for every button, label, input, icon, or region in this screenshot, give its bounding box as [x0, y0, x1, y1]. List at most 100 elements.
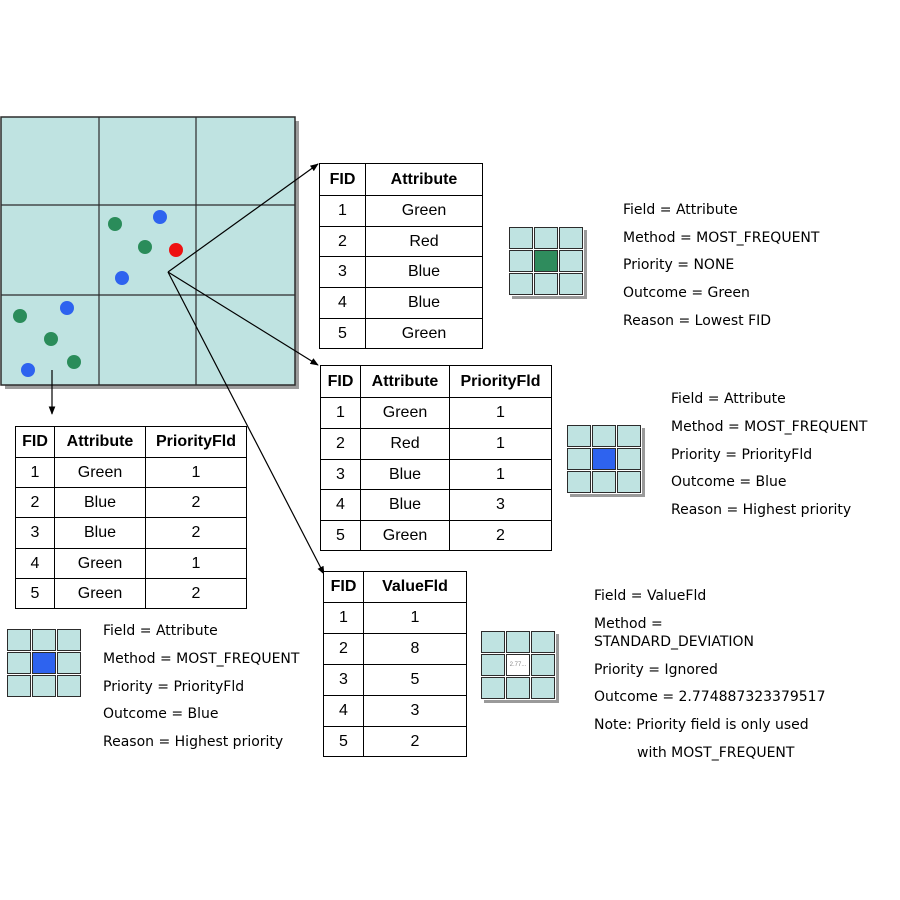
point-blue — [153, 210, 167, 224]
table-cell: 1 — [145, 548, 247, 579]
arrow-to-value-table — [167, 271, 325, 575]
table-cell: 3 — [323, 664, 364, 696]
table-cell: 2 — [145, 517, 247, 549]
column-header: Attribute — [360, 365, 450, 398]
point-blue — [21, 363, 35, 377]
desc-reason: Reason = Highest priority — [103, 734, 284, 750]
point-blue — [60, 301, 74, 315]
table-header-row: FID Attribute PriorityFld — [15, 426, 247, 458]
table-cell: 3 — [320, 459, 361, 490]
desc-field: Field = Attribute — [623, 202, 738, 218]
desc-field: Field = ValueFld — [594, 588, 707, 604]
mini-grid-green-outcome — [509, 227, 584, 296]
desc-method: Method = MOST_FREQUENT — [623, 230, 820, 246]
outcome-cell-blue — [32, 652, 56, 674]
table-cell: 2 — [145, 578, 247, 609]
table-cell: 1 — [449, 459, 552, 490]
desc-priority: Priority = Ignored — [594, 662, 718, 678]
point-green — [13, 309, 27, 323]
table-cell: 2 — [319, 226, 366, 257]
mini-grid-blue-outcome — [567, 425, 642, 494]
column-header: Attribute — [54, 426, 146, 458]
outcome-cell-blue — [592, 448, 616, 470]
table-cell: 2 — [323, 633, 364, 665]
arrow-to-priority-table — [167, 271, 319, 366]
table-cell: Blue — [54, 487, 146, 518]
table-cell: Red — [360, 428, 450, 460]
table-cell: Green — [365, 318, 483, 349]
column-header: Attribute — [365, 163, 483, 196]
column-header: PriorityFld — [449, 365, 552, 398]
column-header: FID — [323, 571, 364, 603]
table-cell: Blue — [360, 459, 450, 490]
point-green — [138, 240, 152, 254]
center-cell-points — [108, 210, 183, 285]
table-cell: Green — [54, 578, 146, 609]
point-green — [67, 355, 81, 369]
arrow-to-attribute-table — [167, 163, 319, 273]
desc-note-cont: with MOST_FREQUENT — [637, 745, 795, 761]
table-cell: 5 — [15, 578, 55, 609]
desc-method: Method = — [594, 616, 663, 632]
table-cell: Red — [365, 226, 483, 257]
column-header: FID — [320, 365, 361, 398]
table-cell: 4 — [319, 287, 366, 319]
table-cell: 5 — [363, 664, 467, 696]
table-cell: Blue — [365, 256, 483, 288]
table-cell: 1 — [449, 397, 552, 429]
table-cell: 4 — [323, 695, 364, 727]
table-cell: 4 — [320, 489, 361, 521]
table-header-row: FID Attribute — [319, 163, 483, 196]
table-cell: Green — [360, 520, 450, 551]
desc-outcome: Outcome = Green — [623, 285, 750, 301]
desc-method: Method = MOST_FREQUENT — [671, 419, 868, 435]
desc-priority: Priority = PriorityFld — [103, 679, 245, 695]
table-cell: Green — [365, 195, 483, 227]
table-cell: 1 — [15, 457, 55, 488]
table-cell: 2 — [363, 726, 467, 757]
desc-note: Note: Priority field is only used — [594, 717, 809, 733]
table-header-row: FID Attribute PriorityFld — [320, 365, 552, 398]
point-green — [108, 217, 122, 231]
table-cell: Green — [54, 457, 146, 488]
table-cell: 3 — [449, 489, 552, 521]
desc-outcome: Outcome = Blue — [671, 474, 787, 490]
table-cell: Blue — [360, 489, 450, 521]
lower-left-cell-points — [13, 301, 81, 377]
point-blue — [115, 271, 129, 285]
table-cell: 2 — [320, 428, 361, 460]
desc-reason: Reason = Lowest FID — [623, 313, 772, 329]
table-cell: 8 — [363, 633, 467, 665]
table-cell: 3 — [363, 695, 467, 727]
table-cell: 2 — [449, 520, 552, 551]
desc-outcome: Outcome = 2.774887323379517 — [594, 689, 826, 705]
table-cell: 1 — [363, 602, 467, 634]
table-cell: Blue — [365, 287, 483, 319]
column-header: PriorityFld — [145, 426, 247, 458]
column-header: FID — [15, 426, 55, 458]
table-cell: 2 — [15, 487, 55, 518]
table-cell: 1 — [449, 428, 552, 460]
table-cell: 1 — [320, 397, 361, 429]
